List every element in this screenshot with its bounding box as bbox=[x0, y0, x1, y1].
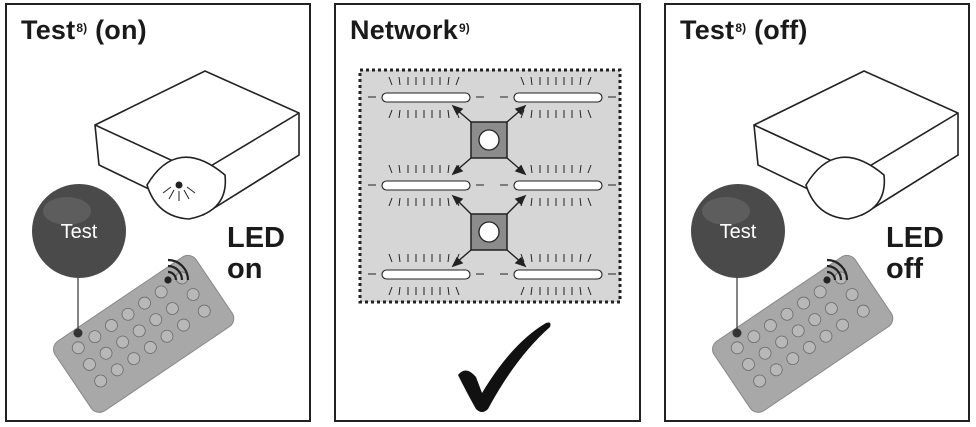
remote-control bbox=[712, 254, 894, 413]
led-label-line1: LED bbox=[886, 222, 944, 254]
led-label-line2: off bbox=[886, 253, 924, 285]
test-button bbox=[732, 328, 742, 338]
wireless-signal-icon bbox=[164, 258, 190, 284]
led-status-label: LED off bbox=[886, 223, 944, 285]
panel-title: Test8) (off) bbox=[680, 15, 808, 46]
led-glow-icon bbox=[162, 181, 196, 201]
title-text: Test bbox=[680, 15, 735, 45]
light-fixture-icon bbox=[513, 180, 603, 191]
title-text: Network bbox=[350, 15, 458, 45]
test-off-illustration: Test bbox=[691, 70, 959, 413]
light-fixture-icon bbox=[513, 92, 603, 103]
test-ball-label: Test bbox=[720, 221, 757, 243]
light-fixture-icon bbox=[381, 180, 471, 191]
panel-test-on: Test8) (on) bbox=[5, 3, 311, 422]
light-fixture-icon bbox=[381, 92, 471, 103]
panel-title: Network9) bbox=[350, 15, 470, 46]
signal-arrows bbox=[451, 104, 527, 268]
footnote-mark: 9) bbox=[458, 21, 471, 35]
test-on-illustration: Test bbox=[32, 70, 300, 413]
title-state: (on) bbox=[95, 15, 147, 45]
footnote-mark: 8) bbox=[76, 21, 88, 35]
title-text: Test bbox=[21, 15, 76, 45]
sensor-icon bbox=[470, 213, 508, 251]
light-fixtures bbox=[381, 92, 603, 280]
checkmark-icon bbox=[458, 322, 551, 412]
panel-title: Test8) (on) bbox=[21, 15, 147, 46]
sensor-icon bbox=[470, 121, 508, 159]
led-status-label: LED on bbox=[227, 223, 285, 285]
led-label-line1: LED bbox=[227, 222, 285, 254]
ceiling-sensor bbox=[753, 70, 959, 220]
remote-control bbox=[53, 254, 235, 413]
title-state: (off) bbox=[754, 15, 808, 45]
test-button bbox=[73, 328, 83, 338]
light-fixture-icon bbox=[513, 269, 603, 280]
light-fixture-icon bbox=[381, 269, 471, 280]
ceiling-sensor bbox=[94, 70, 300, 220]
led-label-line2: on bbox=[227, 253, 263, 285]
test-ball-label: Test bbox=[61, 221, 98, 243]
panel-network: Network9) bbox=[334, 3, 641, 422]
network-illustration bbox=[358, 68, 622, 412]
footnote-mark: 8) bbox=[735, 21, 747, 35]
wireless-signal-icon bbox=[823, 258, 849, 284]
panel-test-off: Test8) (off) Test LED bbox=[664, 3, 970, 422]
